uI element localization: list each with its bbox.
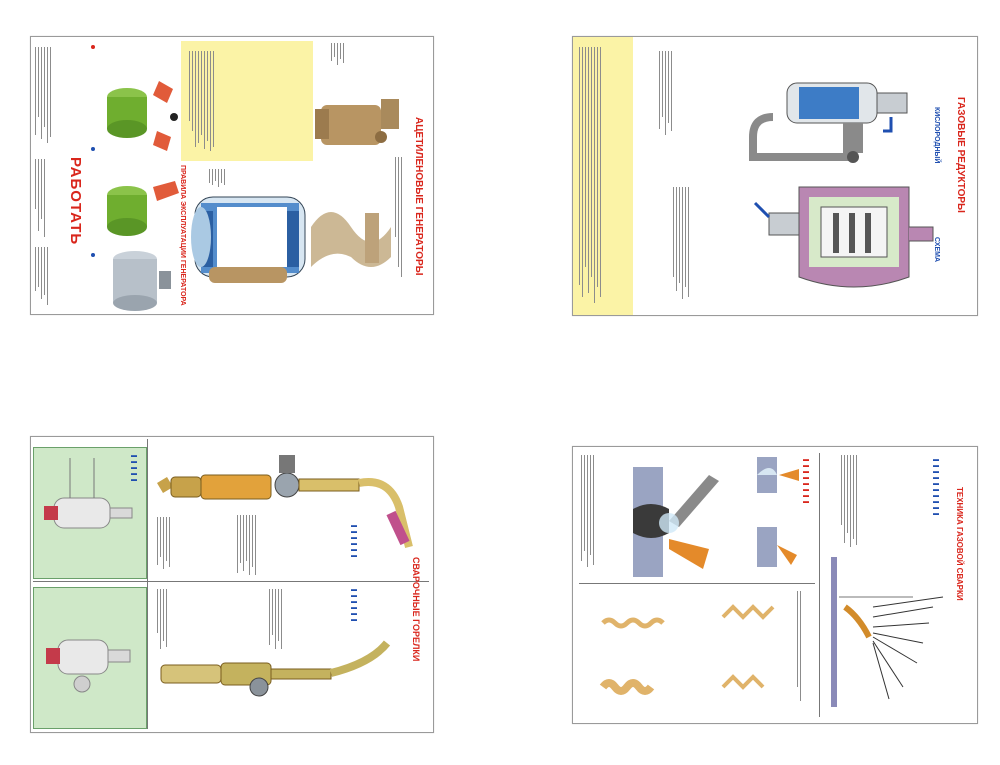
panel-divider-vertical [147, 439, 148, 729]
torch-text-block-4 [269, 589, 282, 649]
caption-red-1: ▬▬▬▬▬▬▬▬ [803, 457, 809, 505]
info-panel [573, 37, 633, 315]
weld-diagrams [599, 457, 944, 707]
torch-detail-panel-1 [33, 447, 147, 579]
left-text-block-2 [35, 159, 45, 239]
poster-welding-torch[interactable]: ▬▬▬▬▬ ▬▬▬▬▬▬ ▬▬▬▬▬▬ СВАРОЧНЫЕ ГОРЕЛКИ [30, 436, 434, 733]
divider-vertical [819, 453, 820, 717]
poster-title: СВАРОЧНЫЕ ГОРЕЛКИ [411, 557, 421, 662]
poster-pressure-reducer[interactable]: КИСЛОРОДНЫЙ СХЕМА ГАЗОВЫЕ РЕДУКТОРЫ [572, 36, 978, 316]
torch-detail-panel-2 [33, 587, 147, 729]
left-text-block [35, 47, 51, 147]
torch-text-block-3 [157, 589, 167, 649]
poster-acetylene-generator[interactable]: РАБОТАТЬ ПРАВИЛА ЭКСПЛУАТАЦИИ ГЕНЕРАТОРА [30, 36, 434, 315]
drums-illustration [91, 45, 179, 311]
poster-title: АЦЕТИЛЕНОВЫЕ ГЕНЕРАТОРЫ [413, 117, 424, 276]
section-label-1: ▬▬▬▬▬▬ [351, 523, 357, 559]
generator-diagram [191, 99, 399, 283]
side-title: РАБОТАТЬ [67, 157, 84, 246]
poster-weld-seam[interactable]: ▬▬▬▬▬▬▬▬ ▬▬▬▬▬▬▬▬▬▬ ТЕХНИКА ГАЗОВОЙ СВАР… [572, 446, 978, 724]
text-column-1 [659, 51, 672, 135]
reducer-diagram [749, 82, 934, 288]
panel-heading-1: ▬▬▬▬▬ [131, 453, 137, 483]
rules-subtitle: ПРАВИЛА ЭКСПЛУАТАЦИИ ГЕНЕРАТОРА [179, 165, 186, 306]
section-label-2: ▬▬▬▬▬▬ [351, 587, 357, 623]
torch-text-block-2 [237, 515, 256, 575]
divider-horizontal [579, 583, 815, 584]
left-text-block-3 [35, 247, 48, 307]
poster-title: ТЕХНИКА ГАЗОВОЙ СВАРКИ [955, 487, 964, 601]
title-caption [395, 157, 402, 277]
callout-labels-2 [331, 43, 344, 65]
reducer-label-1: КИСЛОРОДНЫЙ [933, 107, 940, 164]
left-icon-column: РАБОТАТЬ [31, 37, 181, 314]
reducer-label-2: СХЕМА [933, 237, 940, 263]
poster-title: ГАЗОВЫЕ РЕДУКТОРЫ [955, 97, 966, 213]
text-block-2 [797, 591, 801, 701]
caption-blue-1: ▬▬▬▬▬▬▬▬▬▬ [933, 457, 939, 517]
text-block-1 [581, 455, 594, 567]
torch-diagrams [157, 455, 413, 697]
callout-labels [209, 169, 225, 187]
text-column-2 [673, 187, 689, 299]
panel-divider-horizontal [33, 581, 429, 582]
text-block-3 [841, 455, 857, 547]
torch-text-block-1 [157, 517, 170, 569]
info-panel [181, 41, 313, 161]
